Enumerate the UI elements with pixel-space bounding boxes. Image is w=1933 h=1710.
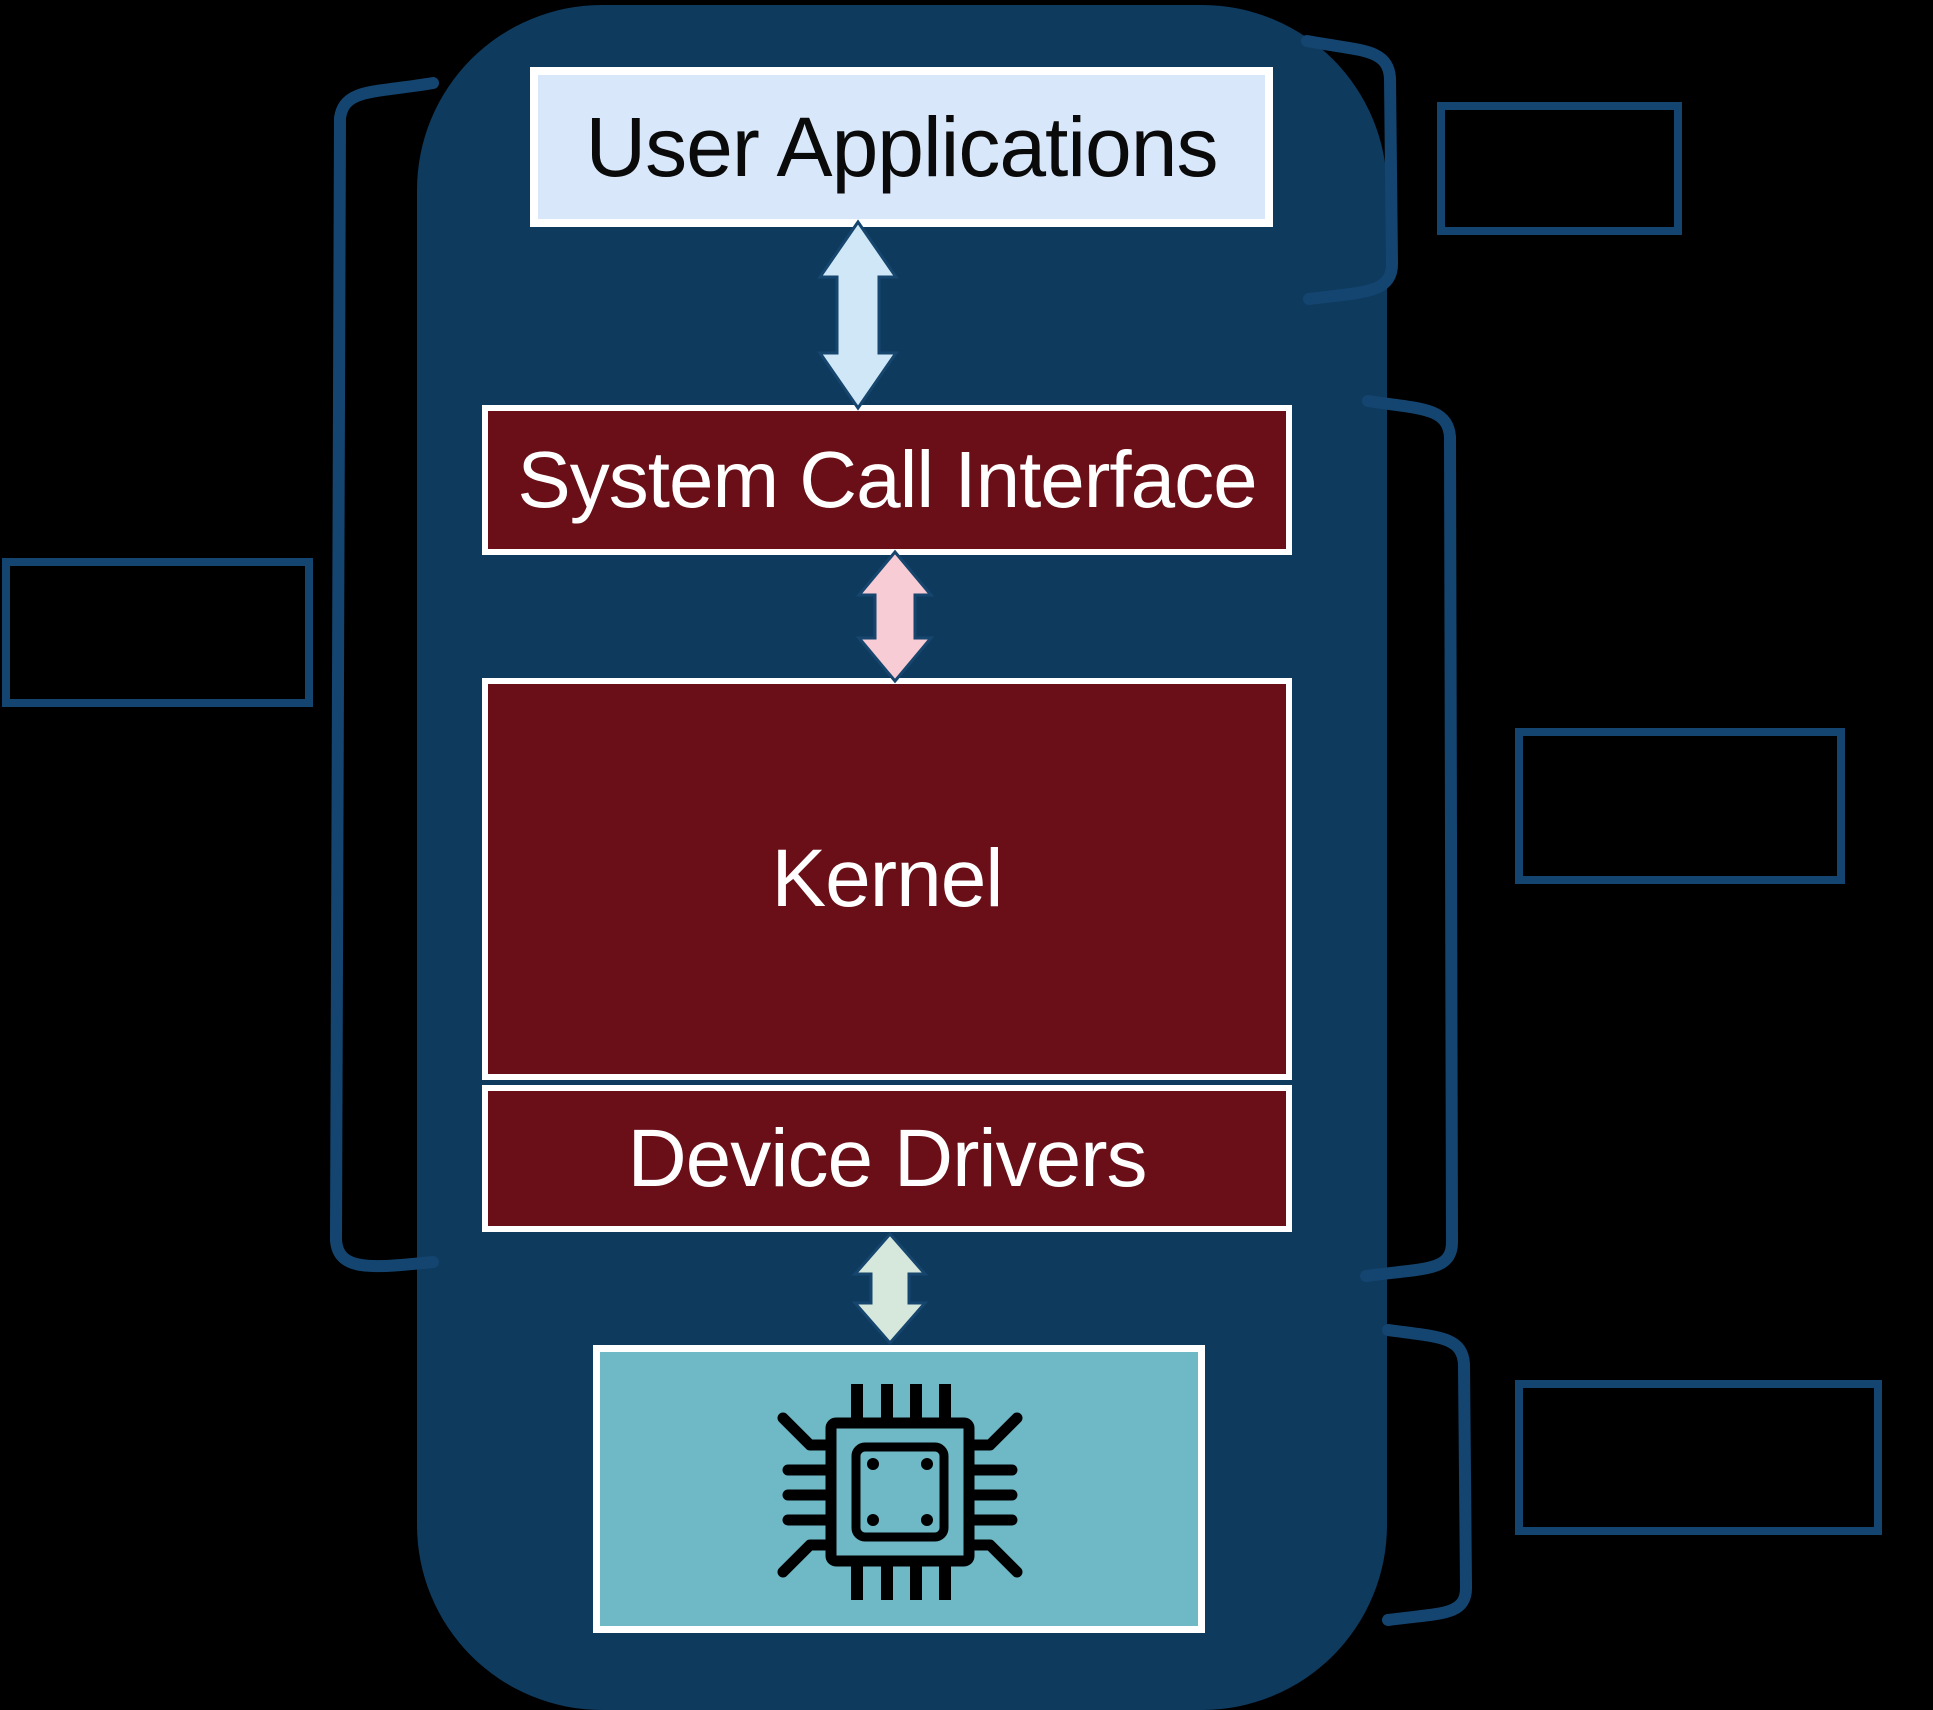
user-applications-label: User Applications [585, 99, 1219, 194]
system-call-interface-block: System Call Interface [482, 405, 1292, 555]
device-drivers-label: Device Drivers [627, 1112, 1147, 1204]
right-note-box-top [1437, 102, 1682, 235]
hardware-block [593, 1345, 1205, 1633]
device-drivers-block: Device Drivers [482, 1085, 1292, 1232]
chip-icon [777, 1384, 1023, 1600]
user-applications-block: User Applications [530, 67, 1273, 227]
right-note-box-bottom [1515, 1380, 1882, 1535]
left-note-box [2, 558, 313, 707]
right-bracket-bottom [1382, 1324, 1473, 1626]
kernel-label: Kernel [771, 833, 1003, 924]
chip-die-dots [867, 1458, 933, 1526]
system-call-interface-label: System Call Interface [517, 435, 1257, 524]
right-note-box-middle [1515, 728, 1845, 884]
kernel-block: Kernel [482, 678, 1292, 1080]
